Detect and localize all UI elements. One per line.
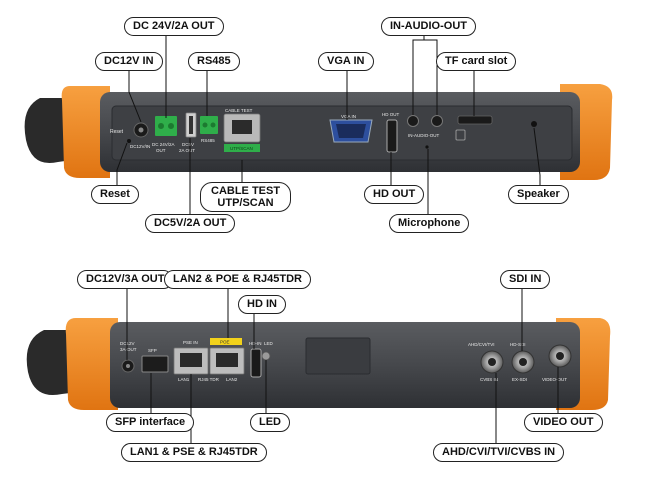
callout-tf-card-slot: TF card slot bbox=[436, 52, 517, 71]
callout-rs485: RS485 bbox=[188, 52, 240, 71]
callout-video-out: VIDEO OUT bbox=[524, 413, 603, 432]
label-rs485: RS485 bbox=[201, 138, 215, 143]
label-pse-in: PSE IN bbox=[183, 340, 198, 345]
poe-strip bbox=[210, 338, 242, 345]
callout-cable-test-line2: UTP/SCAN bbox=[217, 197, 274, 209]
callout-hd-out: HD OUT bbox=[364, 185, 425, 204]
lan2-socket bbox=[216, 353, 238, 367]
lan1-socket bbox=[180, 353, 202, 367]
dc24v-screw-1 bbox=[158, 123, 164, 129]
dc5v-usb-tongue bbox=[189, 116, 193, 134]
rs485-screw-1 bbox=[202, 122, 208, 128]
label-in-audio-out: IN-AUDIO-OUT bbox=[408, 133, 439, 138]
microphone-hole bbox=[425, 145, 429, 149]
callout-dc12v-in: DC12V IN bbox=[95, 52, 163, 71]
callout-vga-in: VGA IN bbox=[318, 52, 374, 71]
cvbs-in-bnc-center bbox=[488, 358, 496, 366]
hand-strap bbox=[24, 98, 72, 164]
reset-hole[interactable] bbox=[127, 139, 131, 143]
leader-reset bbox=[116, 142, 128, 185]
hd-out-port[interactable] bbox=[386, 119, 398, 153]
rs485-terminal[interactable] bbox=[200, 116, 218, 134]
leader-dc12v-in bbox=[128, 66, 142, 123]
callout-dc12v-3a-out: DC12V/3A OUT bbox=[77, 270, 174, 289]
callout-reset: Reset bbox=[91, 185, 139, 204]
label-led: LED bbox=[264, 341, 274, 346]
label-dc5v-2a: 2A OUT bbox=[179, 148, 195, 153]
label-dc24v: DC 24V/2A bbox=[152, 142, 175, 147]
center-cover bbox=[305, 337, 371, 375]
callout-sdi-in: SDI IN bbox=[500, 270, 551, 289]
label-video-out: VIDEO-OUT bbox=[542, 377, 567, 382]
callout-microphone: Microphone bbox=[389, 214, 470, 233]
utp-scan-strip bbox=[224, 144, 260, 152]
callout-hd-in: HD IN bbox=[238, 295, 286, 314]
tf-card-slot[interactable] bbox=[457, 115, 493, 125]
sfp-port[interactable] bbox=[141, 355, 169, 373]
callout-in-audio-out: IN-AUDIO-OUT bbox=[381, 17, 476, 36]
label-reset: Reset bbox=[110, 129, 124, 135]
callout-speaker: Speaker bbox=[508, 185, 569, 204]
left-bumper-bottom bbox=[65, 318, 118, 410]
top-device: Reset DC12V/IN DC 24V/2A OUT DC5V 2A OUT… bbox=[24, 84, 613, 180]
callout-lan2: LAN2 & POE & RJ45TDR bbox=[164, 270, 311, 289]
callout-sfp-interface: SFP interface bbox=[106, 413, 195, 432]
dc12v-out-pin bbox=[126, 364, 130, 368]
dc12v-in-pin bbox=[138, 127, 144, 133]
speaker-hole bbox=[531, 121, 537, 127]
label-rj45tdr: RJ45 TDR bbox=[198, 377, 220, 382]
led-indicator bbox=[261, 351, 271, 361]
rs485-screw-2 bbox=[210, 122, 216, 128]
cable-test-rj45-socket bbox=[232, 120, 252, 134]
label-utp-scan: UTP/SCAN bbox=[230, 146, 253, 151]
audio-out-jack[interactable] bbox=[431, 115, 443, 127]
label-dc24v-out: OUT bbox=[156, 148, 166, 153]
label-vga-in: VGA IN bbox=[341, 114, 356, 119]
label-cable-test: CABLE TEST bbox=[225, 108, 253, 113]
audio-in-jack[interactable] bbox=[407, 115, 419, 127]
leader-audio-out bbox=[424, 39, 438, 115]
callout-dc5v: DC5V/2A OUT bbox=[145, 214, 236, 233]
dc24v-terminal[interactable] bbox=[155, 116, 177, 136]
label-dc5v: DC5V bbox=[182, 142, 194, 147]
callout-ahd-cvi-tvi-cvbs-in: AHD/CVI/TVI/CVBS IN bbox=[433, 443, 565, 462]
callout-cable-test: CABLE TEST UTP/SCAN bbox=[200, 182, 292, 212]
bottom-device: DC12V 3A-OUT SFP PSE IN POE LAN1 RJ45 TD… bbox=[26, 318, 611, 410]
left-bumper bbox=[61, 86, 110, 178]
label-ahd: AHD/CVI/TVI bbox=[468, 342, 495, 347]
label-sfp: SFP bbox=[148, 348, 157, 353]
label-lan2: LAN2 bbox=[226, 377, 238, 382]
leader-lines bbox=[116, 30, 559, 443]
label-dc12v-3a: 3A-OUT bbox=[120, 347, 137, 352]
dc24v-screw-2 bbox=[168, 123, 174, 129]
label-hd-out: HD OUT bbox=[382, 112, 399, 117]
video-out-bnc-center bbox=[556, 352, 564, 360]
tf-card-icon bbox=[455, 129, 466, 141]
leader-speaker bbox=[533, 127, 541, 185]
label-dc12v-in: DC12V/IN bbox=[130, 144, 150, 149]
callout-lan1: LAN1 & PSE & RJ45TDR bbox=[121, 443, 267, 462]
vga-in-pins bbox=[336, 124, 366, 138]
hd-in-port[interactable] bbox=[250, 348, 262, 378]
label-ex-sdi: EX-SDI bbox=[512, 377, 527, 382]
label-lan1: LAN1 bbox=[178, 377, 190, 382]
label-hd-in: HD-IN bbox=[249, 341, 262, 346]
label-hd-sdi: HD-SDI bbox=[510, 342, 526, 347]
callout-dc24v: DC 24V/2A OUT bbox=[124, 17, 224, 36]
label-cvbs-in: CVBS IN bbox=[480, 377, 498, 382]
sdi-in-bnc-center bbox=[519, 358, 527, 366]
callout-led: LED bbox=[250, 413, 290, 432]
callout-cable-test-line1: CABLE TEST bbox=[211, 185, 281, 197]
hand-strap-bottom bbox=[26, 330, 78, 396]
label-poe: POE bbox=[220, 340, 230, 345]
